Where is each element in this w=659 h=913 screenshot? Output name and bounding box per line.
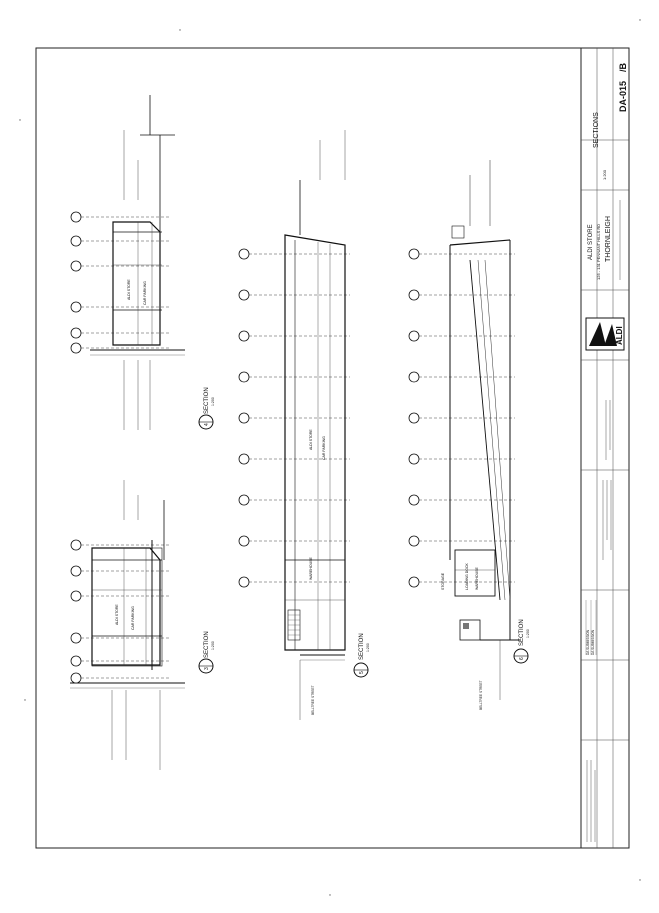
section-3-label-car-parking: CAR PARKING [131, 606, 135, 630]
aldi-logo-text: ALDI [615, 326, 624, 345]
section-3-grid [70, 539, 170, 684]
section-4-label-car-parking: CAR PARKING [143, 281, 147, 305]
section-3-label-aldi-store: ALDI STORE [115, 604, 119, 625]
section-6-label-loading-dock: LOADING DOCK [465, 562, 469, 590]
title-block: ALDI SECTIONS DA-015 /B 1:200 ALDI STORE… [580, 48, 629, 848]
section-3-title: SECTION [204, 631, 210, 658]
drawing-scale: 1:200 [602, 169, 607, 180]
section-6-title: SECTION [519, 619, 525, 646]
section-6-label-warehouse: WAREHOUSE [475, 567, 479, 590]
section-4-number: 4 [204, 423, 210, 426]
section-6-label-storage: STORAGE [441, 572, 445, 590]
section-6-scale: 1:200 [526, 629, 530, 638]
project-address: 125 - 131 PENNANT HILLS RD [596, 224, 601, 280]
section-4-label-aldi-store: ALDI STORE [127, 279, 131, 300]
drawing-title: SECTIONS [593, 112, 600, 148]
section-4-title: SECTION [204, 387, 210, 414]
sheet-border [35, 47, 630, 849]
section-5-label-warehouse: WAREHOUSE [309, 557, 313, 580]
scan-noise [19, 19, 641, 896]
revision-table: DA SUBMISSION DA SUBMISSION [585, 600, 597, 655]
section-4-drawing: CAR PARKING ALDI STORE 4 SECTION 1:200 [70, 95, 215, 430]
section-6-drawing: WAREHOUSE LOADING DOCK STORAGE BELLTREE … [408, 160, 530, 710]
section-5-label-car-parking: CAR PARKING [322, 436, 326, 460]
section-3-number: 3 [204, 667, 210, 670]
section-6-label-belltree: BELLTREE STREET [479, 680, 483, 710]
section-3-scale: 1:200 [211, 641, 215, 650]
section-4-grid [70, 211, 170, 354]
section-5-grid [238, 248, 350, 588]
section-3-drawing: CAR PARKING ALDI STORE 3 SECTION 1:200 [70, 480, 215, 770]
drawing-number: DA-015 [618, 81, 628, 112]
drawing-revision: /B [618, 62, 628, 72]
project-suburb: THORNLEIGH [605, 216, 612, 262]
project-name: ALDI STORE [588, 224, 594, 260]
section-5-label-belltree: BELLTREE STREET [311, 685, 315, 715]
section-4-scale: 1:200 [211, 397, 215, 406]
revision-row-b: DA SUBMISSION [591, 629, 595, 655]
section-5-label-aldi-store: ALDI STORE [309, 429, 313, 450]
section-6-number: 6 [519, 657, 525, 660]
section-5-scale: 1:200 [366, 643, 370, 652]
revision-row-a: DA SUBMISSION [586, 629, 590, 655]
section-5-title: SECTION [359, 633, 365, 660]
section-6-grid [408, 248, 515, 588]
section-5-drawing: ALDI STORE CAR PARKING WAREHOUSE BELLTRE… [238, 130, 370, 720]
section-5-number: 5 [359, 671, 365, 674]
